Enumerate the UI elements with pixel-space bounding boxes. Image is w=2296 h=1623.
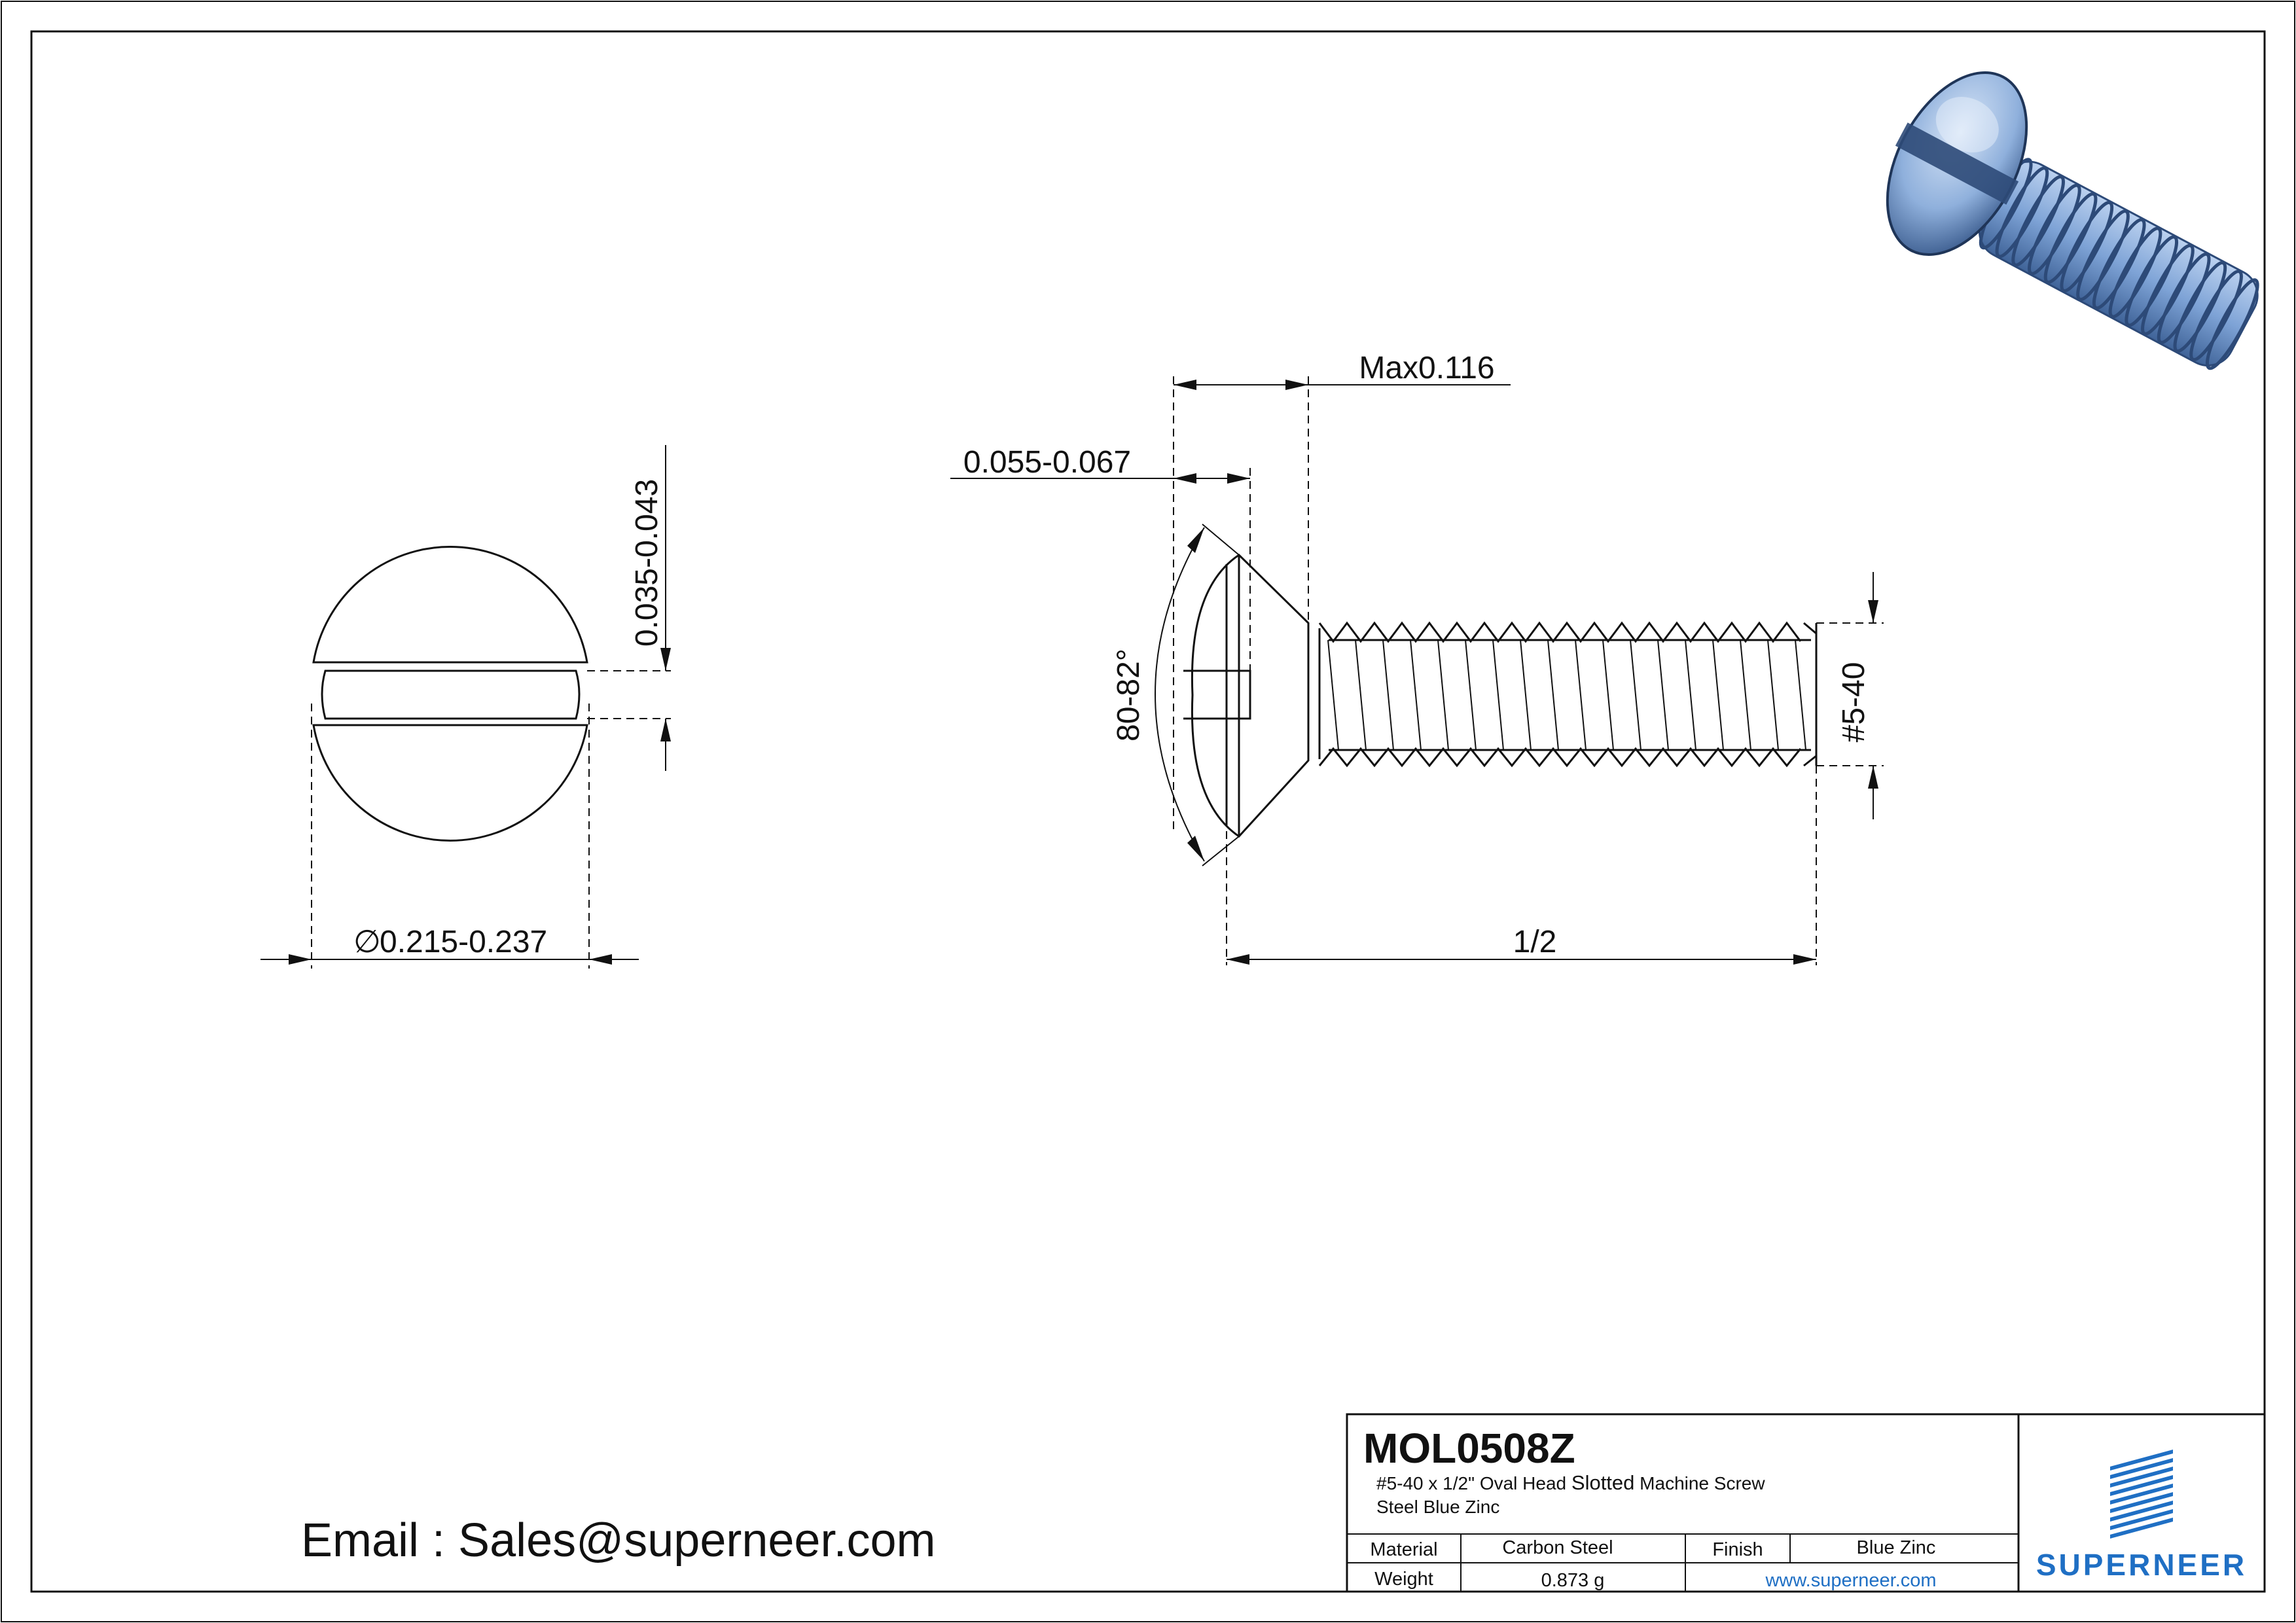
thread-ring — [2076, 209, 2130, 302]
thread-crest-line — [1657, 639, 1669, 751]
superneer-logo: SUPERNEER — [2036, 1450, 2247, 1582]
finish-value: Blue Zinc — [1857, 1537, 1936, 1558]
thread-profile — [1318, 621, 1806, 768]
website-link[interactable]: www.superneer.com — [1765, 1570, 1936, 1591]
logo-stripe — [2110, 1484, 2173, 1505]
logo-stripe — [2110, 1458, 2173, 1479]
material-value: Carbon Steel — [1502, 1537, 1613, 1558]
screw-side-view: Max0.116 0.055-0.067 80-82° #5-40 1/2 — [950, 351, 1884, 965]
logo-stripe — [2110, 1509, 2173, 1530]
length-dim: 1/2 — [1513, 925, 1557, 959]
thread-ring — [2125, 235, 2179, 327]
thread-ring — [2027, 183, 2081, 276]
thread-crest-line — [1355, 639, 1367, 751]
thread-crest-line — [1465, 639, 1477, 751]
thread-edge — [1318, 747, 1802, 768]
thread-ring — [2157, 252, 2211, 344]
thread-ring — [2205, 278, 2259, 370]
thread-ring — [2189, 270, 2243, 362]
thread-ring — [2108, 226, 2162, 319]
part-description: #5-40 x 1/2" Oval Head Slotted Machine S… — [1376, 1471, 1765, 1494]
thread-crest-line — [1767, 639, 1779, 751]
logo-stripe — [2110, 1501, 2173, 1522]
logo-stripe — [2110, 1518, 2173, 1539]
thread-size-dim: #5-40 — [1837, 662, 1871, 743]
thread-crest-line — [1492, 639, 1504, 751]
thread-crest-line — [1685, 639, 1696, 751]
thread-crest-line — [1575, 639, 1587, 751]
thread-crest-line — [1547, 639, 1559, 751]
thread-ring — [1995, 166, 2049, 259]
thread-crest-line — [1712, 639, 1724, 751]
diameter-symbol: ∅ — [353, 925, 381, 959]
thread-crest-line — [1630, 639, 1641, 751]
thread-edge — [1318, 621, 1802, 643]
thread-crest-line — [1327, 639, 1339, 751]
logo-stripe — [2110, 1475, 2173, 1496]
thread-crest-line — [1795, 639, 1806, 751]
thread-crest-line — [1382, 639, 1394, 751]
thread-ring — [2141, 243, 2195, 336]
logo-stripe — [2110, 1467, 2173, 1488]
head-height-dim: 0.035-0.043 — [630, 479, 664, 647]
finish-label: Finish — [1712, 1539, 1763, 1560]
head-upper-arc — [312, 546, 588, 664]
thread-crest-line — [1740, 639, 1751, 751]
thread-crest-line — [1437, 639, 1449, 751]
title-block: MOL0508Z #5-40 x 1/2" Oval Head Slotted … — [1346, 1413, 2266, 1593]
weight-label: Weight — [1374, 1569, 1433, 1590]
part-description-line2: Steel Blue Zinc — [1376, 1497, 1499, 1517]
material-label: Material — [1370, 1539, 1437, 1560]
screw-3d-render — [1886, 71, 2259, 370]
oval-head-outline — [1191, 554, 1310, 838]
head-lower-arc — [312, 724, 588, 842]
head-diameter-dim: 0.215-0.237 — [380, 925, 547, 959]
thread-ring — [2043, 192, 2098, 284]
logo-text: SUPERNEER — [2036, 1548, 2247, 1582]
contact-email: Email : Sales@superneer.com — [301, 1514, 936, 1567]
slot-width-dim: 0.055-0.067 — [963, 445, 1131, 480]
head-angle-dim: 80-82° — [1111, 649, 1146, 741]
thread-ring — [2173, 260, 2227, 353]
logo-stripe — [2110, 1450, 2173, 1471]
thread-crest-line — [1602, 639, 1614, 751]
head-top-view: 0.035-0.043 ∅ 0.215-0.237 — [260, 445, 671, 969]
thread-ring — [2092, 218, 2146, 310]
part-number: MOL0508Z — [1363, 1425, 1575, 1472]
thread-ring — [2060, 200, 2114, 293]
drawing-frame — [30, 30, 2266, 1593]
logo-stripe — [2110, 1492, 2173, 1513]
head-max-dim: Max0.116 — [1359, 351, 1494, 385]
thread-crest-line — [1520, 639, 1532, 751]
weight-value: 0.873 g — [1541, 1570, 1605, 1591]
thread-crest-line — [1410, 639, 1422, 751]
thread-ring — [2011, 175, 2066, 267]
head-slot — [321, 669, 581, 720]
